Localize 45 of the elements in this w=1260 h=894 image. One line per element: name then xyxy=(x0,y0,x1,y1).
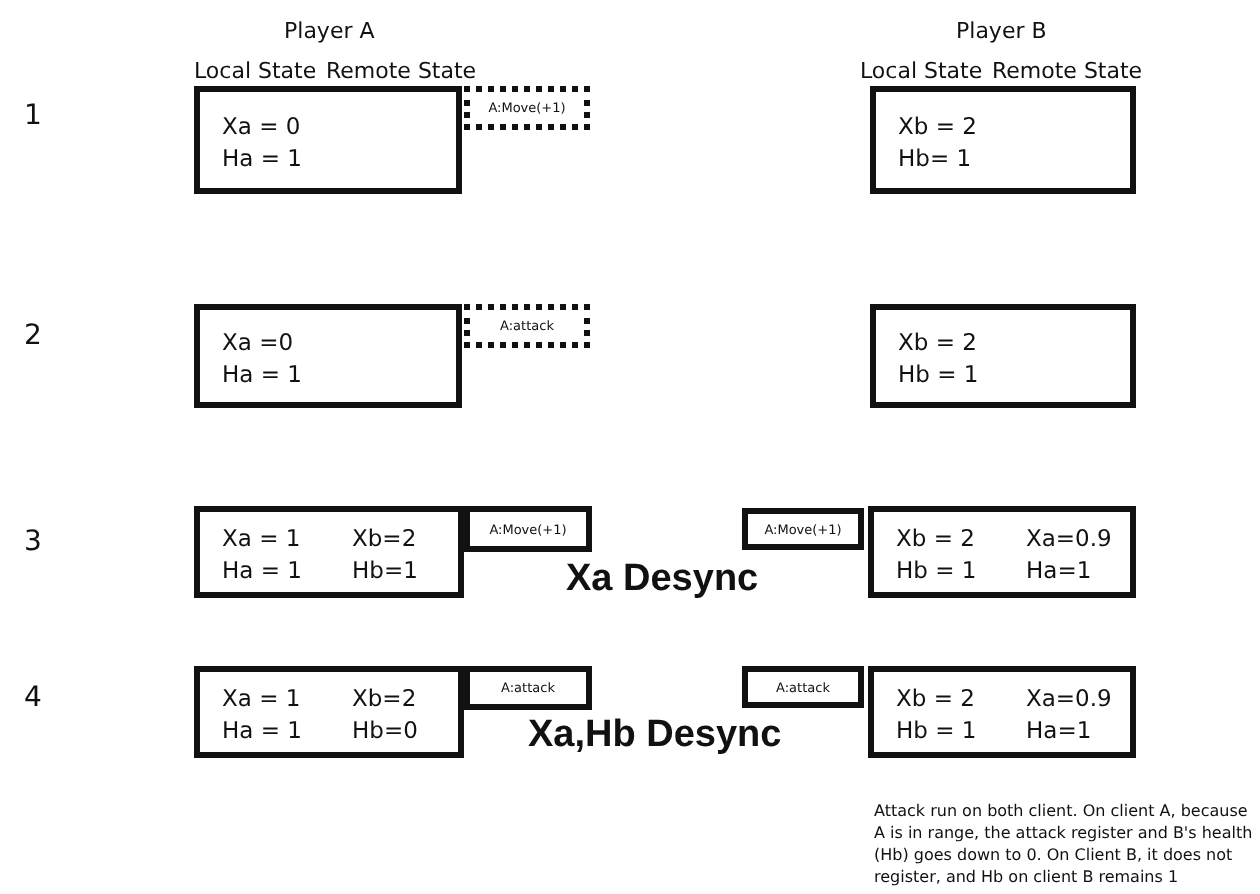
state-value: Xb=2 xyxy=(352,524,417,552)
state-value: Xb = 2 xyxy=(898,328,977,356)
state-box xyxy=(868,666,1136,758)
state-box xyxy=(870,86,1136,194)
row-number: 1 xyxy=(24,100,42,132)
state-value: Xa=0.9 xyxy=(1026,684,1112,712)
state-value: Xa = 1 xyxy=(222,524,301,552)
state-value: Ha = 1 xyxy=(222,360,302,388)
row-number: 3 xyxy=(24,526,42,558)
state-box xyxy=(868,506,1136,598)
state-value: Hb = 1 xyxy=(896,716,977,744)
state-value: Ha=1 xyxy=(1026,556,1092,584)
state-value: Ha = 1 xyxy=(222,556,302,584)
state-value: Xa =0 xyxy=(222,328,294,356)
state-value: Hb=0 xyxy=(352,716,418,744)
state-value: Xa = 1 xyxy=(222,684,301,712)
state-value: Xb=2 xyxy=(352,684,417,712)
state-value: Xb = 2 xyxy=(896,684,975,712)
state-box xyxy=(194,666,464,758)
column-heading: Player A xyxy=(284,18,375,44)
state-value: Hb = 1 xyxy=(896,556,977,584)
column-header: Remote State xyxy=(326,58,477,84)
state-value: Hb = 1 xyxy=(898,360,979,388)
status-heading: Xa Desync xyxy=(566,558,759,602)
state-box xyxy=(194,304,462,408)
row-number: 4 xyxy=(24,682,42,714)
state-value: Ha = 1 xyxy=(222,716,302,744)
status-heading: Xa,Hb Desync xyxy=(528,714,782,758)
state-value: Hb=1 xyxy=(352,556,418,584)
column-header: Remote State xyxy=(992,58,1143,84)
state-box xyxy=(194,86,462,194)
column-header: Local State xyxy=(194,58,317,84)
state-value: Ha=1 xyxy=(1026,716,1092,744)
column-heading: Player B xyxy=(956,18,1047,44)
state-value: Xb = 2 xyxy=(896,524,975,552)
state-value: Xb = 2 xyxy=(898,112,977,140)
state-box xyxy=(194,506,464,598)
state-value: Xa=0.9 xyxy=(1026,524,1112,552)
state-value: Hb= 1 xyxy=(898,144,972,172)
note-text: Attack run on both client. On client A, because A is in range, the attack register and B's health (Hb) goes down to 0. On Client B, it does not register, and Hb on client B remains 1 xyxy=(874,800,1254,888)
row-number: 2 xyxy=(24,320,42,352)
state-box xyxy=(870,304,1136,408)
column-header: Local State xyxy=(860,58,983,84)
state-value: Xa = 0 xyxy=(222,112,301,140)
state-value: Ha = 1 xyxy=(222,144,302,172)
